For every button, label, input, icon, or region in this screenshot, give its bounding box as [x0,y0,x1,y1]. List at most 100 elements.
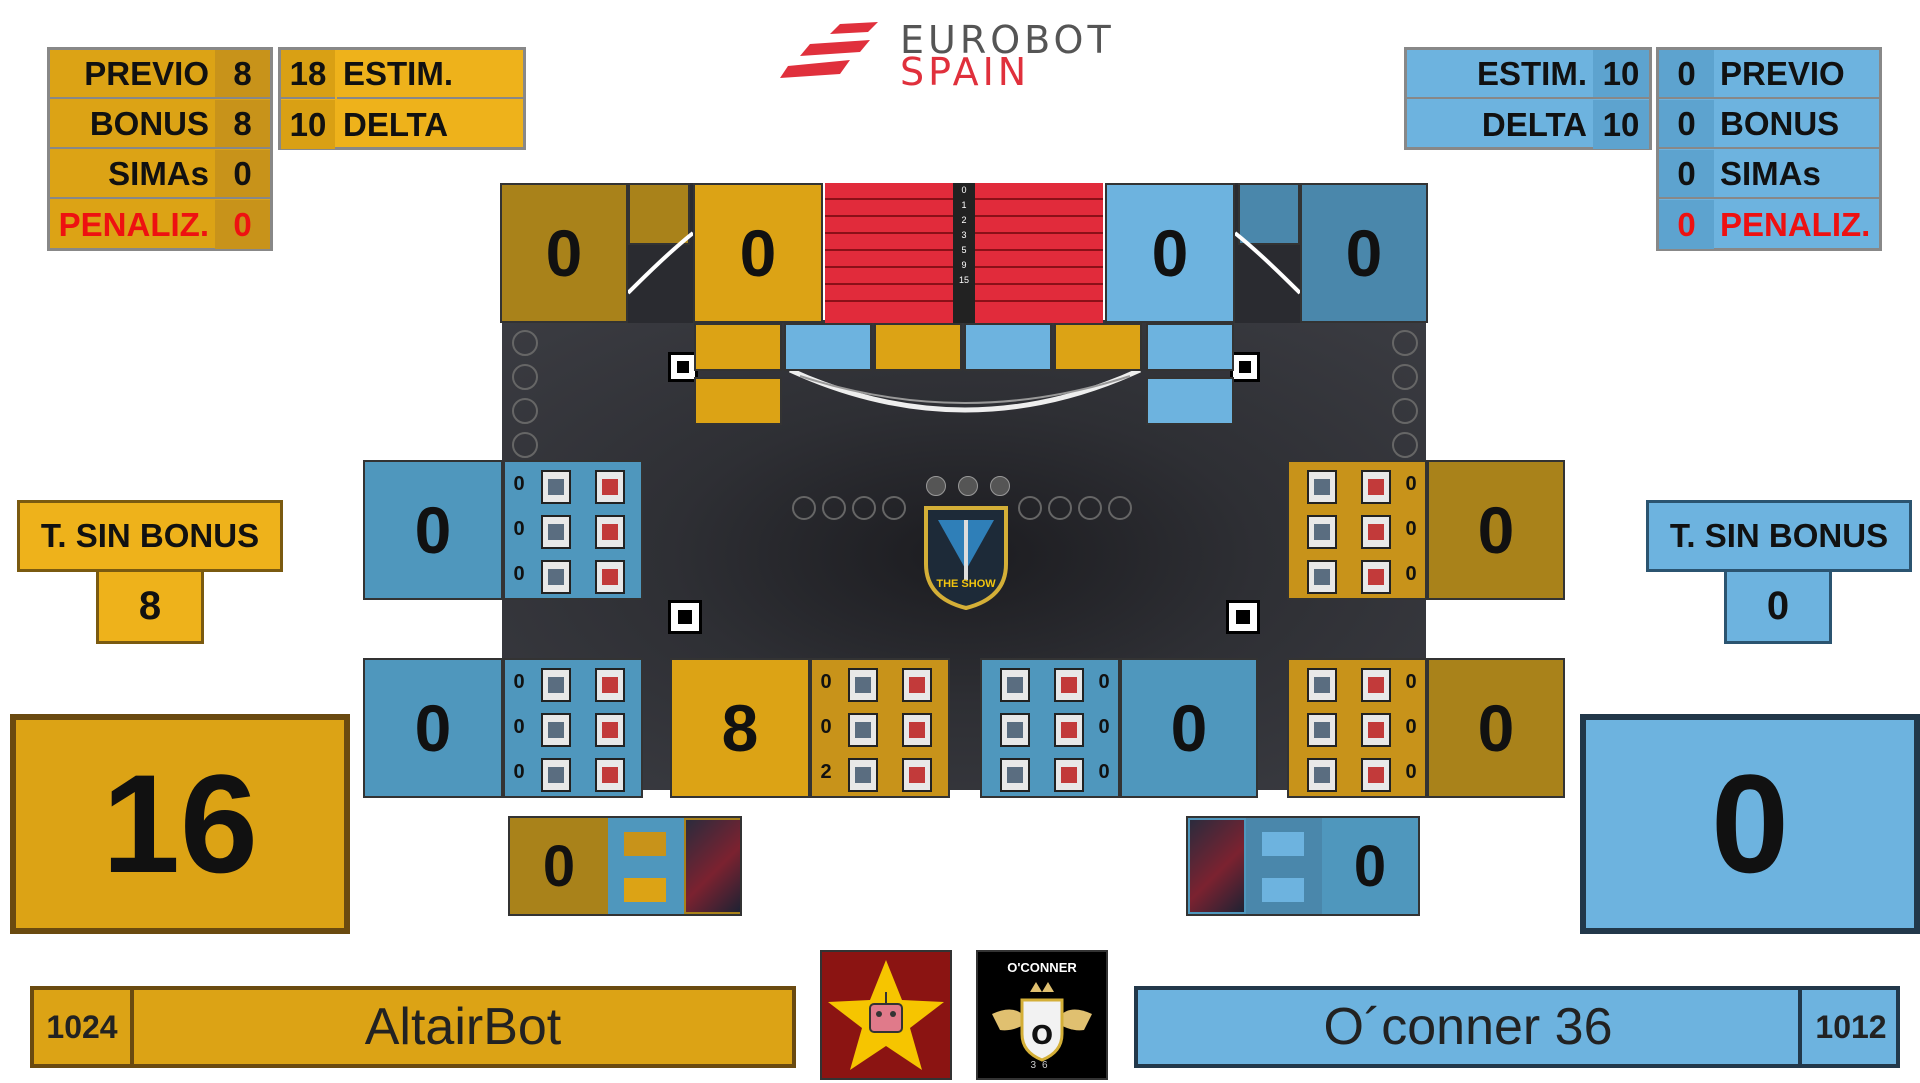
top-score-right: 0 [1105,183,1235,323]
left-zone-score: 0 [363,460,503,600]
card-image [1190,820,1244,912]
left-zone-score-2: 0 [363,658,503,798]
left-stat-label: PREVIO [50,50,215,99]
pit-count: 0 [513,715,525,738]
pit-count: 0 [1098,715,1110,738]
right-team-bar: O´conner 36 1012 [1134,986,1900,1068]
ladder-step: 1 [961,200,967,210]
right-stats-table: 0 PREVIO 0 BONUS 0 SIMAs 0 PENALIZ. [1656,47,1882,251]
right-penalty-value: 0 [1659,200,1714,249]
can-stack-icon [595,713,625,747]
left-team-bar: 1024 AltairBot [30,986,796,1068]
pit-count: 0 [1405,670,1417,693]
top-ramp-right [1235,183,1300,323]
field-block-yellow [874,323,962,371]
pit-count: 0 [1098,760,1110,783]
can-stack-icon [902,668,932,702]
right-stat-value: 0 [1659,150,1714,199]
pit-count: 0 [1405,517,1417,540]
can-stack-icon [1307,668,1337,702]
field-circles-right [1392,330,1420,458]
left-penalty-label: PENALIZ. [58,205,209,243]
bottom-left-box: 0 [508,816,742,916]
can-stack-icon [1054,668,1084,702]
top-score-left: 0 [693,183,823,323]
can-stack-icon [1307,515,1337,549]
left-pit-stack-2: 0 0 0 [503,658,643,798]
right-stat-label: BONUS [1714,100,1879,149]
pit-count: 0 [1405,715,1417,738]
right-team-logo: O'CONNER O 36 [976,950,1108,1080]
field-block-blue [1146,323,1234,371]
ladder-step: 0 [961,185,967,195]
logo-line1: EUROBOT [900,18,1115,62]
left-team-logo [820,950,952,1080]
ladder-column: 0 1 2 3 5 9 15 [953,183,975,323]
can-stack-icon [1361,515,1391,549]
can-stack-icon [541,758,571,792]
can-stack-icon [1361,713,1391,747]
pit-count: 0 [1098,670,1110,693]
left-stats-table: PREVIO 8 BONUS 8 SIMAs 0 PENALIZ. 0 [47,47,273,251]
pit-count: 0 [1405,472,1417,495]
can-stack-icon [1054,713,1084,747]
right-sin-bonus-value: 0 [1724,572,1832,644]
can-stack-icon [595,560,625,594]
right-team-rank: 1012 [1798,990,1900,1064]
right-pit-stack-2: 0 0 0 [1287,658,1427,798]
right-zone-score-2: 0 [1427,658,1565,798]
left-est-label: ESTIM. [337,50,523,99]
can-stack-icon [902,713,932,747]
eurobot-swoosh-icon [780,22,878,78]
field-block-blue [964,323,1052,371]
right-delta-value: 10 [1593,100,1649,149]
field-circles-left [512,330,540,458]
can-stack-icon [1000,668,1030,702]
pit-count: 0 [513,670,525,693]
right-est-value: 10 [1593,50,1649,99]
left-stat-value: 8 [215,50,270,99]
can-stack-icon [1361,758,1391,792]
ladder-step: 15 [958,275,969,285]
right-stat-value: 0 [1659,100,1714,149]
red-ladder-left [825,183,953,323]
left-pit-stack: 0 0 0 [503,460,643,600]
middle-right-score: 0 [1120,658,1258,798]
center-logo-text: THE SHOW [936,578,996,590]
ladder-step: 3 [961,230,967,240]
can-stack-icon [848,713,878,747]
right-est-label: ESTIM. [1407,50,1593,99]
can-stack-icon [541,713,571,747]
can-stack-icon [541,560,571,594]
left-team-name: AltairBot [364,998,562,1056]
logo-line2: SPAIN [900,50,1031,94]
card-image [686,820,740,912]
right-zone-score: 0 [1427,460,1565,600]
aruco-marker-icon [668,352,698,382]
pit-count: 0 [1405,760,1417,783]
ladder-step: 9 [961,260,967,270]
bottom-left-score: 0 [542,833,576,899]
field-block-yellow [694,377,782,425]
pit-count: 2 [820,760,832,783]
can-stack-icon [595,470,625,504]
right-stat-label: PREVIO [1714,50,1879,99]
left-team-rank: 1024 [34,990,134,1064]
pit-count: 0 [513,472,525,495]
pit-count: 0 [513,760,525,783]
center-show-logo: THE SHOW [916,500,1016,612]
middle-left-stack: 0 0 2 [810,658,950,798]
ramp-arc-right [1235,231,1300,295]
pit-count: 0 [513,562,525,585]
aruco-marker-icon [1230,352,1260,382]
can-stack-icon [541,668,571,702]
right-logo-num: 36 [1030,1060,1054,1071]
can-stack-icon [1307,758,1337,792]
middle-left-score: 8 [670,658,810,798]
top-ramp-left [628,183,693,323]
can-stack-icon [1307,470,1337,504]
can-stack-icon [1307,713,1337,747]
pit-count: 0 [513,517,525,540]
aruco-marker-icon [1226,600,1260,634]
right-stat-value: 0 [1659,50,1714,99]
